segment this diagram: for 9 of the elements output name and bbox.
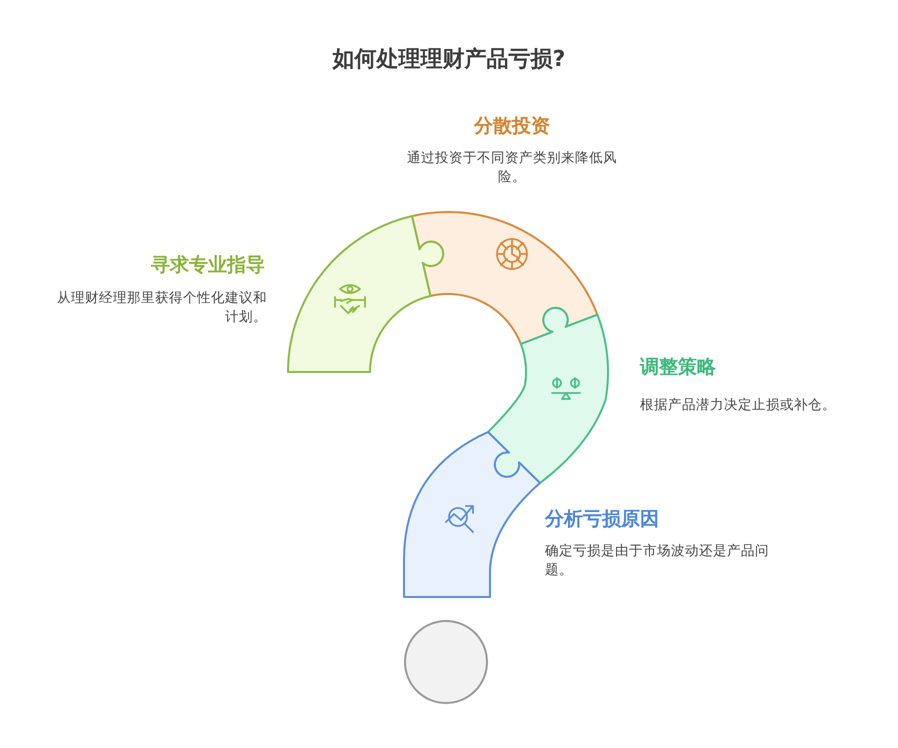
step-description: 确定亏损是由于市场波动还是产品问题。 [545, 542, 769, 580]
step-description: 通过投资于不同资产类别来降低风险。 [407, 149, 617, 187]
step-heading: 寻求专业指导 [150, 253, 265, 277]
step-description: 根据产品潜力决定止损或补仓。 [640, 396, 837, 415]
step-heading: 调整策略 [640, 355, 717, 379]
diagram-title: 如何处理理财产品亏损? [331, 46, 566, 74]
step-heading: 分散投资 [472, 114, 551, 138]
step-description: 从理财经理那里获得个性化建议和计划。 [56, 289, 267, 327]
step-heading: 分析亏损原因 [545, 507, 660, 531]
